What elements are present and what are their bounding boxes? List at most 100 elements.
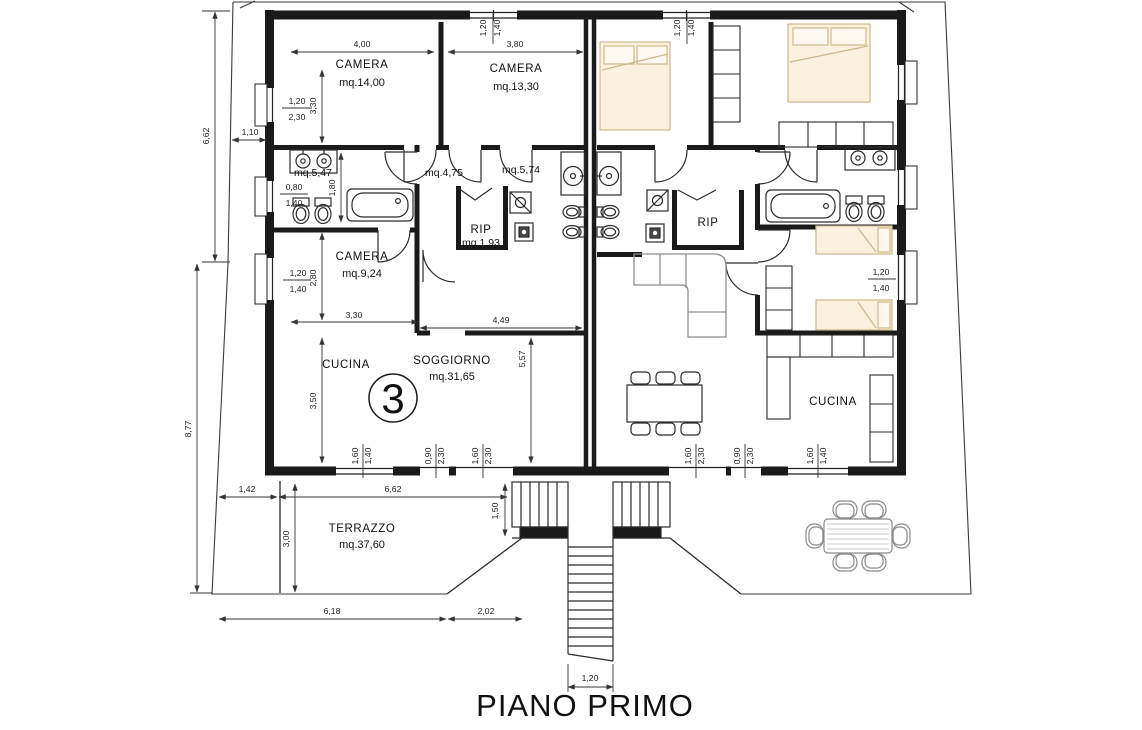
cucina-e-label: CUCINA — [809, 396, 857, 408]
boiler-east — [645, 223, 665, 243]
wardrobe-ne — [778, 121, 894, 148]
toilet — [845, 195, 863, 223]
toilets-east — [596, 204, 620, 240]
windows — [254, 10, 918, 475]
dim-terrace-width: 6,62 — [385, 484, 402, 494]
dim-win-top-w-a: 1,20 — [478, 19, 488, 36]
camera-w-label: CAMERA — [336, 251, 389, 263]
dim-win-e1-a: 1,20 — [873, 267, 890, 277]
dim-win-top-e-b: 1,40 — [686, 19, 696, 36]
dim-side-upper: 6,62 — [201, 127, 211, 144]
camera-ne-label: CAMERA — [490, 63, 543, 75]
dining-table — [626, 371, 703, 436]
dimension-texts: 4,00 3,80 3,30 1,20 1,40 1,20 1,40 6,62 … — [183, 19, 890, 683]
terrace-outline — [279, 481, 742, 595]
dim-landing-height: 1,50 — [490, 502, 500, 519]
furniture — [599, 23, 911, 572]
dim-camera-nw-height: 3,30 — [308, 97, 318, 114]
toilets-west — [562, 204, 586, 240]
dim-win-w3-a: 1,20 — [290, 268, 307, 278]
dim-door-s2-b: 2,30 — [436, 447, 446, 464]
room-labels: CAMERA mq.14,00 CAMERA mq.13,30 mq.5,47 … — [294, 59, 857, 551]
sink-counter — [844, 146, 896, 171]
dim-soggiorno-width: 4,49 — [493, 315, 510, 325]
rip-e-label: RIP — [698, 217, 719, 229]
dim-soggiorno-height: 5,57 — [517, 350, 527, 367]
dim-door-s5-a: 0,90 — [732, 447, 742, 464]
bagno-e-area: mq.5,74 — [502, 164, 540, 176]
dim-cucina-w-height: 3,50 — [308, 392, 318, 409]
dim-terrace-offset: 1,42 — [239, 484, 256, 494]
bidet — [867, 195, 885, 223]
soggiorno-label: SOGGIORNO — [413, 355, 491, 367]
dim-win-top-e-a: 1,20 — [672, 19, 682, 36]
site-boundary — [211, 0, 972, 595]
sink-counter — [289, 149, 338, 174]
unit-number-badge: 3 — [368, 373, 418, 423]
party-wall — [583, 18, 597, 468]
dim-door-s3-a: 1,60 — [470, 447, 480, 464]
dim-win-w2-a: 0,80 — [286, 182, 303, 192]
stairs — [511, 481, 671, 662]
dim-win-w1-a: 1,20 — [289, 96, 306, 106]
dim-camera-ne-width: 3,80 — [507, 39, 524, 49]
terrazzo-label: TERRAZZO — [329, 523, 396, 535]
single-bed-1 — [815, 225, 893, 255]
camera-nw-area: mq.14,00 — [339, 77, 385, 89]
dim-win-w1-b: 2,30 — [289, 112, 306, 122]
dim-side-offset: 1,10 — [242, 127, 259, 137]
boiler-west — [514, 222, 534, 242]
double-bed-nw — [599, 41, 671, 131]
dim-win-e1-b: 1,40 — [873, 283, 890, 293]
bathtub — [765, 189, 841, 223]
dim-side-lower: 8,77 — [183, 420, 193, 437]
wardrobe-nw — [712, 25, 741, 123]
outdoor-table-set — [805, 500, 911, 572]
interior-walls — [272, 22, 902, 336]
soggiorno-area: mq.31,65 — [429, 371, 475, 383]
toilet — [292, 197, 310, 225]
single-bed-2 — [815, 299, 893, 331]
dim-win-s1-a: 1,60 — [350, 447, 360, 464]
dim-stair-width: 1,20 — [582, 673, 599, 683]
bathroom-east-fixtures — [765, 146, 896, 223]
dim-terrace-height: 3,00 — [281, 530, 291, 547]
dim-door-s5-b: 2,30 — [745, 447, 755, 464]
dim-door-s2-a: 0,90 — [423, 447, 433, 464]
shower-west — [509, 191, 532, 214]
camera-w-area: mq.9,24 — [342, 268, 382, 280]
wardrobe-east — [765, 265, 793, 331]
dim-door-s4-b: 2,30 — [696, 447, 706, 464]
dim-win-s6-b: 1,40 — [818, 447, 828, 464]
bathroom-west-fixtures — [289, 149, 414, 225]
rip-w-label: RIP — [471, 224, 492, 236]
camera-nw-label: CAMERA — [336, 59, 389, 71]
dim-win-w2-b: 1,40 — [286, 198, 303, 208]
sink-east — [596, 151, 622, 196]
dim-bagno-w-height: 1,80 — [327, 179, 337, 196]
bathtub — [346, 188, 414, 222]
bidet — [314, 197, 332, 225]
camera-ne-area: mq.13,30 — [493, 81, 539, 93]
dim-terrace-bottom-d: 2,02 — [478, 606, 495, 616]
cucina-w-label: CUCINA — [322, 359, 370, 371]
door-swings — [377, 149, 818, 296]
dim-win-w3-b: 1,40 — [290, 284, 307, 294]
dim-win-s1-b: 1,40 — [363, 447, 373, 464]
dim-door-s4-a: 1,60 — [683, 447, 693, 464]
double-bed-ne — [787, 23, 871, 103]
plan-title: PIANO PRIMO — [476, 688, 694, 723]
dim-camera-w-width: 3,30 — [346, 310, 363, 320]
dim-win-top-w-b: 1,40 — [492, 19, 502, 36]
dim-door-s3-b: 2,30 — [483, 447, 493, 464]
dim-camera-w-height: 2,80 — [308, 269, 318, 286]
dimension-lines — [190, 10, 896, 692]
corner-sofa — [633, 253, 727, 338]
disimpegno-area: mq.4,75 — [425, 167, 463, 179]
dim-camera-nw-width: 4,00 — [354, 39, 371, 49]
unit-number: 3 — [381, 375, 404, 422]
terrazzo-area: mq.37,60 — [339, 539, 385, 551]
exterior-walls — [265, 10, 906, 476]
